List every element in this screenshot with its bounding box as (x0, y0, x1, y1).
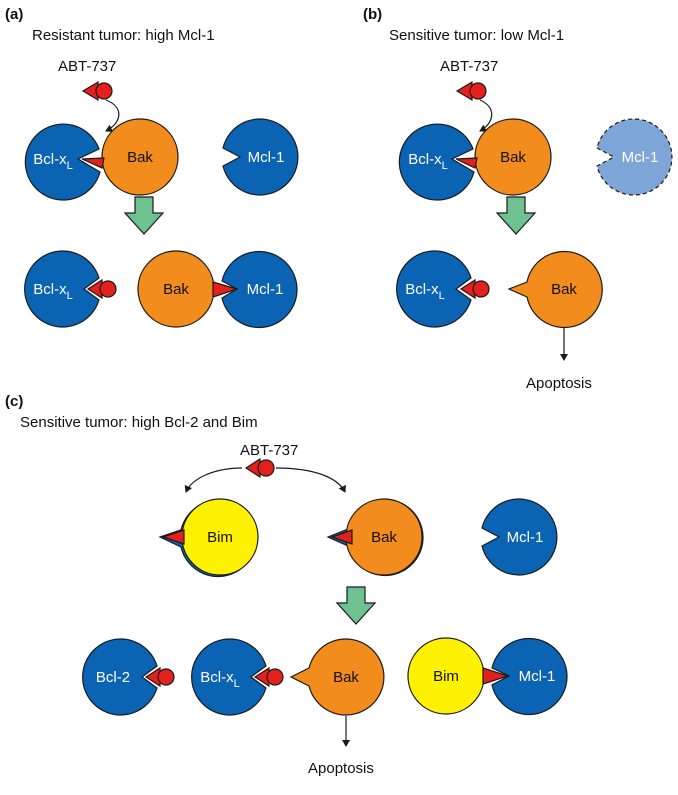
transition-arrow-icon (123, 196, 165, 235)
svg-text:Bim: Bim (433, 668, 459, 685)
abt737-drug-icon (455, 80, 487, 102)
protein-bim: Bim (407, 637, 485, 715)
transition-arrow-icon (495, 196, 537, 235)
svg-text:Bcl-xL: Bcl-xL (289, 527, 328, 548)
panel-c-drug-label: ABT-737 (240, 442, 298, 459)
bim-bh3-domain (482, 667, 510, 685)
svg-text:Mcl-1: Mcl-1 (247, 281, 284, 298)
protein-bak: Bak (289, 638, 385, 716)
bak-bh3-domain (81, 157, 105, 169)
panel-b-title: Sensitive tumor: low Mcl-1 (389, 27, 564, 44)
panel-b-outcome: Apoptosis (526, 375, 592, 392)
bak-bh3-domain (330, 529, 353, 545)
abt737-drug-icon (244, 457, 275, 479)
protein-bcl-2: Bcl-2 (82, 638, 158, 716)
abt737-drug-icon (81, 80, 113, 102)
panel-b: (b) Sensitive tumor: low Mcl-1 ABT-737 B… (363, 6, 673, 392)
svg-text:Bcl-2: Bcl-2 (114, 529, 148, 546)
protein-mcl-1: Mcl-1 (221, 250, 298, 329)
protein-bim: Bim (181, 498, 259, 576)
svg-text:Bcl-xL: Bcl-xL (33, 281, 72, 302)
svg-text:Bak: Bak (371, 529, 397, 546)
drug-binding-arrow-bcl-xl (275, 467, 346, 493)
svg-text:Mcl-1: Mcl-1 (248, 149, 285, 166)
protein-bcl-xl: Bcl-xL (24, 123, 101, 201)
panel-b-drug-label: ABT-737 (440, 58, 498, 75)
svg-text:Bcl-xL: Bcl-xL (200, 669, 239, 690)
panel-c-title: Sensitive tumor: high Bcl-2 and Bim (20, 414, 258, 431)
svg-text:Bcl-xL: Bcl-xL (408, 151, 447, 172)
protein-bak: Bak (345, 498, 423, 576)
svg-text:Bak: Bak (500, 149, 526, 166)
panel-c: (c) Sensitive tumor: high Bcl-2 and Bim … (5, 393, 568, 777)
panel-c-outcome: Apoptosis (308, 760, 374, 777)
svg-text:Bak: Bak (127, 149, 153, 166)
panel-a: (a) Resistant tumor: high Mcl-1 ABT-737 … (5, 6, 299, 329)
svg-text:Mcl-1: Mcl-1 (622, 149, 659, 166)
abt737-drug-icon (459, 278, 490, 300)
protein-bcl-xl: Bcl-xL (191, 638, 267, 716)
panel-b-letter: (b) (363, 6, 382, 23)
bak-bh3-domain (212, 281, 240, 298)
protein-bcl-xl: Bcl-xL (398, 123, 475, 201)
protein-bak: Bak (474, 118, 552, 196)
svg-text:Bak: Bak (333, 669, 359, 686)
drug-binding-arrow (105, 99, 120, 132)
transition-arrow-icon (335, 586, 377, 625)
svg-text:Bcl-xL: Bcl-xL (405, 281, 444, 302)
protein-mcl-1-low: Mcl-1 (596, 118, 673, 196)
bim-bh3-domain (161, 529, 185, 545)
abt737-drug-icon (144, 666, 175, 688)
protein-bak: Bak (101, 118, 179, 196)
protein-bcl-xl: Bcl-xL (24, 250, 100, 328)
svg-text:Bcl-xL: Bcl-xL (33, 151, 72, 172)
svg-text:Mcl-1: Mcl-1 (519, 668, 556, 685)
drug-binding-arrow (479, 99, 493, 132)
svg-text:Bim: Bim (207, 529, 233, 546)
bak-bh3-domain (455, 157, 478, 169)
svg-text:Mcl-1: Mcl-1 (507, 529, 544, 546)
drug-binding-arrow-bcl2 (184, 467, 243, 493)
svg-text:Bak: Bak (551, 281, 577, 298)
protein-bak: Bak (507, 250, 603, 329)
abt737-drug-icon (253, 666, 284, 688)
protein-mcl-1: Mcl-1 (491, 637, 568, 716)
svg-text:Bcl-2: Bcl-2 (96, 669, 130, 686)
panel-c-letter: (c) (5, 393, 23, 410)
protein-bcl-xl: Bcl-xL (396, 250, 472, 328)
panel-a-letter: (a) (5, 6, 23, 23)
panel-a-drug-label: ABT-737 (58, 58, 116, 75)
protein-bak: Bak (137, 250, 215, 328)
protein-mcl-1: Mcl-1 (481, 498, 558, 576)
panel-a-title: Resistant tumor: high Mcl-1 (32, 27, 215, 44)
protein-mcl-1: Mcl-1 (222, 118, 299, 196)
svg-text:Bak: Bak (163, 281, 189, 298)
abt737-drug-icon (86, 278, 117, 300)
